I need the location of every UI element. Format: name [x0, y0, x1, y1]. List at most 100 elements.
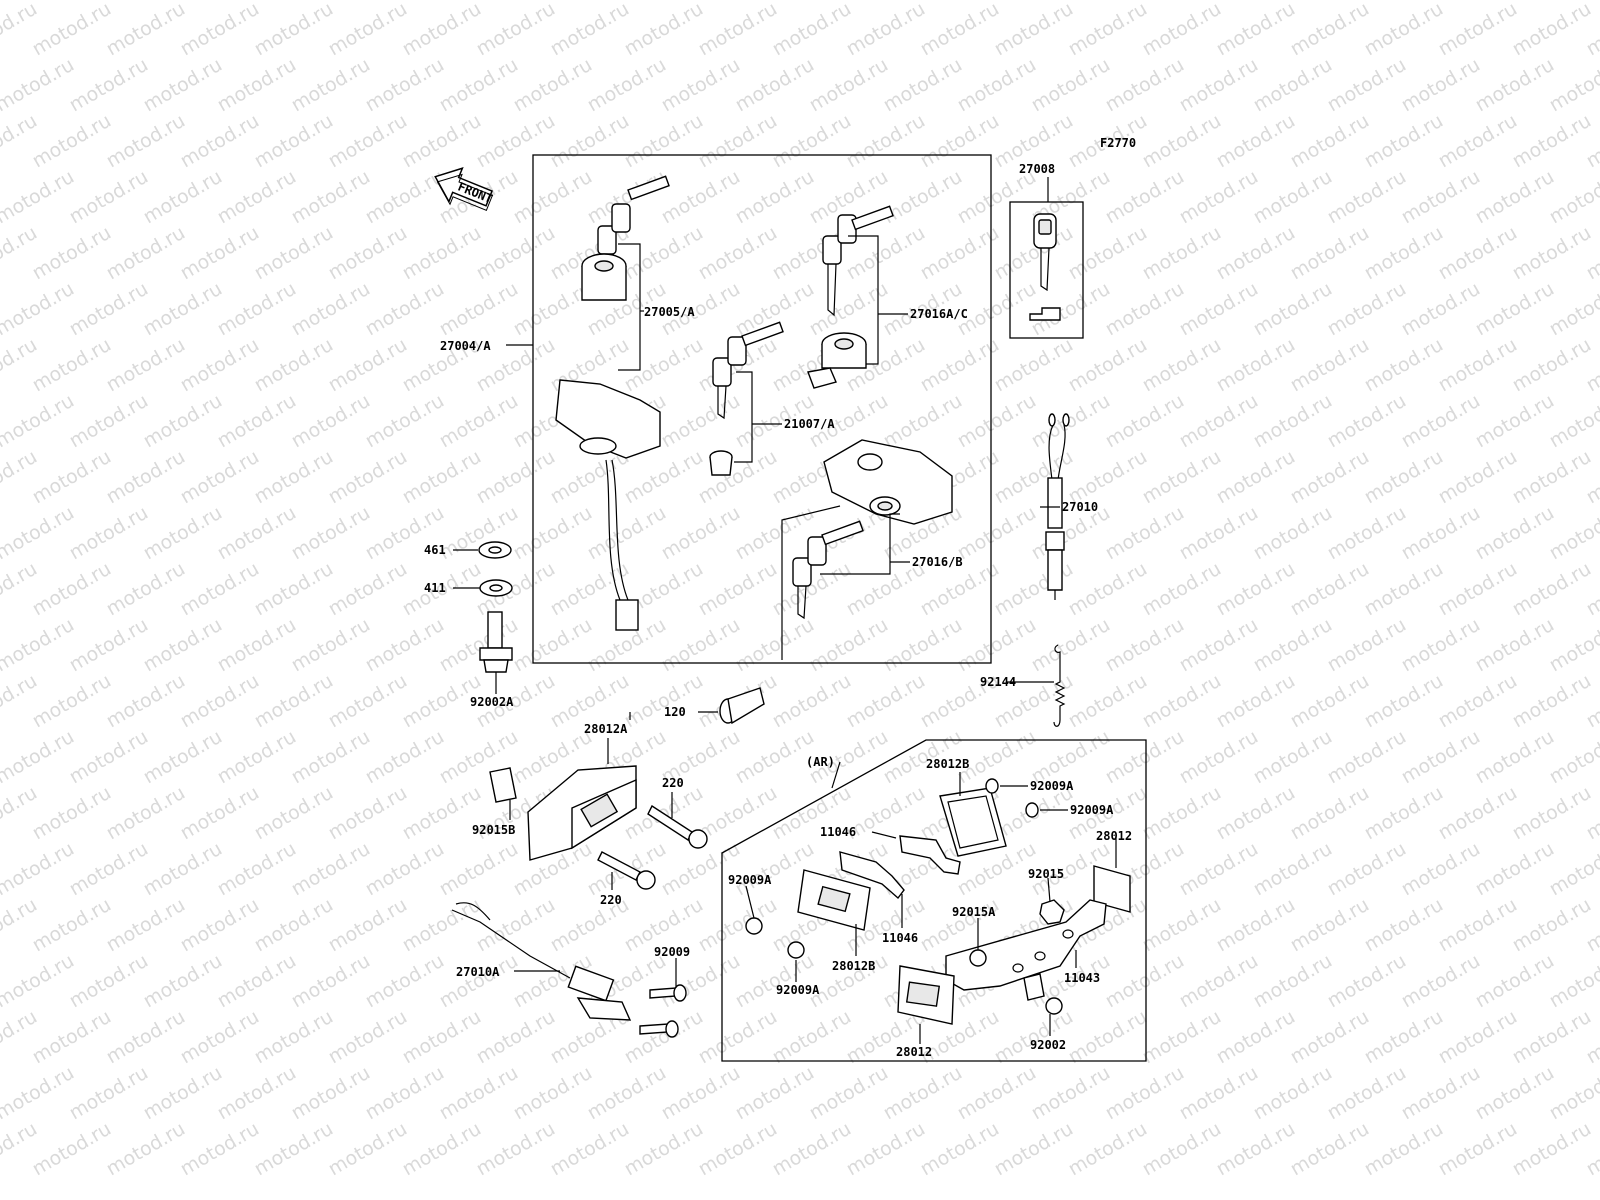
watermark-text: motod.ru: [473, 110, 559, 173]
watermark-text: motod.ru: [473, 222, 559, 285]
watermark-text: motod.ru: [29, 558, 115, 621]
label-92009a-2: 92009A: [1070, 803, 1114, 817]
figure-code: F2770: [1100, 136, 1136, 150]
watermark-text: motod.ru: [695, 222, 781, 285]
watermark-text: motod.ru: [1546, 950, 1600, 1013]
watermark-text: motod.ru: [1213, 782, 1299, 845]
watermark-text: motod.ru: [251, 0, 337, 60]
reflector-28012-bottom: [897, 965, 955, 1025]
watermark-text: motod.ru: [584, 1062, 670, 1125]
watermark-text: motod.ru: [1435, 1006, 1521, 1069]
watermark-text: motod.ru: [436, 838, 522, 901]
watermark-text: motod.ru: [1250, 278, 1336, 341]
watermark-text: motod.ru: [325, 446, 411, 509]
bracket-11046-1: [899, 835, 961, 875]
watermark-text: motod.ru: [806, 54, 892, 117]
watermark-text: motod.ru: [325, 222, 411, 285]
watermark-text: motod.ru: [177, 446, 263, 509]
watermark-text: motod.ru: [806, 1062, 892, 1125]
watermark-text: motod.ru: [1398, 950, 1484, 1013]
watermark-text: motod.ru: [1065, 222, 1151, 285]
watermark-text: motod.ru: [769, 670, 855, 733]
watermark-text: motod.ru: [66, 950, 152, 1013]
watermark-text: motod.ru: [66, 278, 152, 341]
watermark-text: motod.ru: [1139, 1118, 1225, 1181]
label-92002: 92002: [1030, 1038, 1066, 1052]
watermark-text: motod.ru: [695, 894, 781, 957]
watermark-text: motod.ru: [1398, 166, 1484, 229]
watermark-text: motod.ru: [177, 782, 263, 845]
watermark-text: motod.ru: [1250, 614, 1336, 677]
watermark-text: motod.ru: [0, 950, 78, 1013]
watermark-text: motod.ru: [917, 222, 1003, 285]
watermark-text: motod.ru: [1509, 334, 1595, 397]
watermark-text: motod.ru: [1435, 446, 1521, 509]
watermark-text: motod.ru: [214, 390, 300, 453]
watermark-text: motod.ru: [621, 1118, 707, 1181]
watermark-text: motod.ru: [547, 1118, 633, 1181]
watermark-text: motod.ru: [1213, 110, 1299, 173]
watermark-text: motod.ru: [1509, 670, 1595, 733]
watermark-text: motod.ru: [140, 0, 226, 4]
watermark-text: motod.ru: [510, 54, 596, 117]
key-blank-frame: [1009, 201, 1084, 339]
watermark-text: motod.ru: [1250, 390, 1336, 453]
watermark-text: motod.ru: [1250, 726, 1336, 789]
watermark-text: motod.ru: [1546, 278, 1600, 341]
watermark-text: motod.ru: [399, 222, 485, 285]
watermark-text: motod.ru: [288, 1062, 374, 1125]
label-92015b: 92015B: [472, 823, 515, 837]
watermark-text: motod.ru: [658, 0, 744, 4]
watermark-text: motod.ru: [1139, 894, 1225, 957]
watermark-text: motod.ru: [1509, 558, 1595, 621]
watermark-text: motod.ru: [1250, 0, 1336, 4]
watermark-text: motod.ru: [29, 0, 115, 60]
watermark-text: motod.ru: [1546, 390, 1600, 453]
watermark-text: motod.ru: [288, 54, 374, 117]
watermark-text: motod.ru: [1139, 1006, 1225, 1069]
watermark-text: motod.ru: [436, 1062, 522, 1125]
watermark-text: motod.ru: [473, 446, 559, 509]
watermark-text: motod.ru: [1287, 446, 1373, 509]
nut-92015a: [969, 949, 987, 967]
watermark-text: motod.ru: [1287, 222, 1373, 285]
watermark-text: motod.ru: [29, 446, 115, 509]
bolt-92002: [1023, 973, 1063, 1015]
watermark-text: motod.ru: [954, 390, 1040, 453]
watermark-text: motod.ru: [1250, 950, 1336, 1013]
watermark-text: motod.ru: [66, 54, 152, 117]
watermark-text: motod.ru: [695, 1118, 781, 1181]
watermark-text: motod.ru: [251, 670, 337, 733]
watermark-text: motod.ru: [399, 446, 485, 509]
watermark-text: motod.ru: [436, 502, 522, 565]
watermark-text: motod.ru: [658, 614, 744, 677]
watermark-text: motod.ru: [140, 1062, 226, 1125]
watermark-text: motod.ru: [251, 894, 337, 957]
watermark-text: motod.ru: [66, 166, 152, 229]
watermark-text: motod.ru: [1324, 1062, 1410, 1125]
watermark-text: motod.ru: [880, 166, 966, 229]
label-11043: 11043: [1064, 971, 1100, 985]
watermark-text: motod.ru: [436, 614, 522, 677]
watermark-text: motod.ru: [917, 0, 1003, 60]
watermark-text: motod.ru: [1176, 950, 1262, 1013]
watermark-text: motod.ru: [1028, 54, 1114, 117]
watermark-text: motod.ru: [1509, 110, 1595, 173]
watermark-text: motod.ru: [769, 0, 855, 60]
watermark-text: motod.ru: [695, 446, 781, 509]
watermark-text: motod.ru: [436, 0, 522, 4]
watermark-text: motod.ru: [695, 1006, 781, 1069]
watermark-text: motod.ru: [1546, 838, 1600, 901]
label-28012b-bottom: 28012B: [832, 959, 875, 973]
watermark-text: motod.ru: [1398, 0, 1484, 4]
watermark-text: motod.ru: [103, 334, 189, 397]
watermark-text: motod.ru: [1213, 1118, 1299, 1181]
label-27010a: 27010A: [456, 965, 500, 979]
watermark-text: motod.ru: [1139, 670, 1225, 733]
watermark-text: motod.ru: [1139, 558, 1225, 621]
watermark-text: motod.ru: [1287, 558, 1373, 621]
watermark-text: motod.ru: [769, 110, 855, 173]
watermark-text: motod.ru: [1472, 614, 1558, 677]
watermark-text: motod.ru: [288, 278, 374, 341]
watermark-text: motod.ru: [1065, 1006, 1151, 1069]
